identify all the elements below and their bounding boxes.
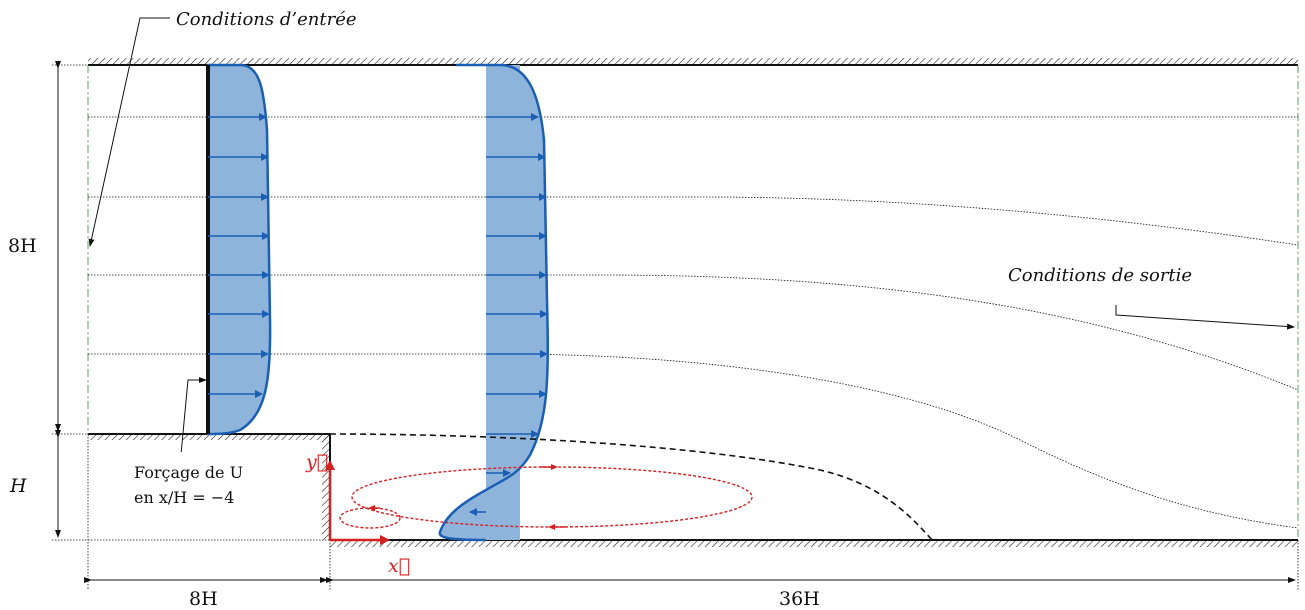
x-axis-label: x⃗ [388, 555, 410, 577]
bottom-wall-hatch [330, 540, 1298, 547]
downstream-profile-area [439, 65, 548, 540]
forcing-label-line-2: en x/H = −4 [134, 488, 234, 507]
forcing-leader [179, 377, 207, 466]
top-wall-hatch [88, 58, 1298, 65]
recirculation-zones [339, 464, 753, 530]
inlet-velocity-arrows [208, 113, 270, 398]
downstream-velocity-profile [438, 63, 549, 542]
step-top-hatch [88, 434, 330, 440]
outlet-label: Conditions de sortie [1008, 265, 1192, 286]
inlet-velocity-profile [206, 63, 272, 436]
downstream-length-label: 36H [779, 588, 820, 610]
separation-streamline [329, 433, 933, 541]
step-face-hatch [322, 434, 330, 540]
inlet-leader [88, 17, 170, 247]
downstream-profile-curve [438, 63, 549, 542]
streamlines [88, 116, 1299, 529]
secondary-recirculation [339, 507, 401, 529]
upstream-length-label: 8H [189, 588, 218, 610]
inlet-profile-area [206, 63, 272, 436]
y-axis-label: y⃗ [305, 451, 328, 473]
step-height-label: H [9, 475, 27, 497]
streamline-2 [88, 196, 1299, 246]
inlet-label: Conditions d’entrée [176, 9, 357, 30]
primary-recirculation [351, 466, 753, 528]
leader-lines [88, 17, 1295, 466]
forcing-label-line-1: Forçage de U [134, 463, 243, 482]
channel-height-label: 8H [8, 235, 37, 257]
streamline-3 [88, 274, 1299, 391]
streamline-4 [88, 353, 1299, 529]
dimension-lines [55, 61, 1296, 583]
outlet-leader [1115, 305, 1295, 330]
downstream-velocity-arrows [469, 113, 548, 516]
coordinate-axes [325, 460, 390, 545]
forcing-label-background [128, 452, 280, 512]
